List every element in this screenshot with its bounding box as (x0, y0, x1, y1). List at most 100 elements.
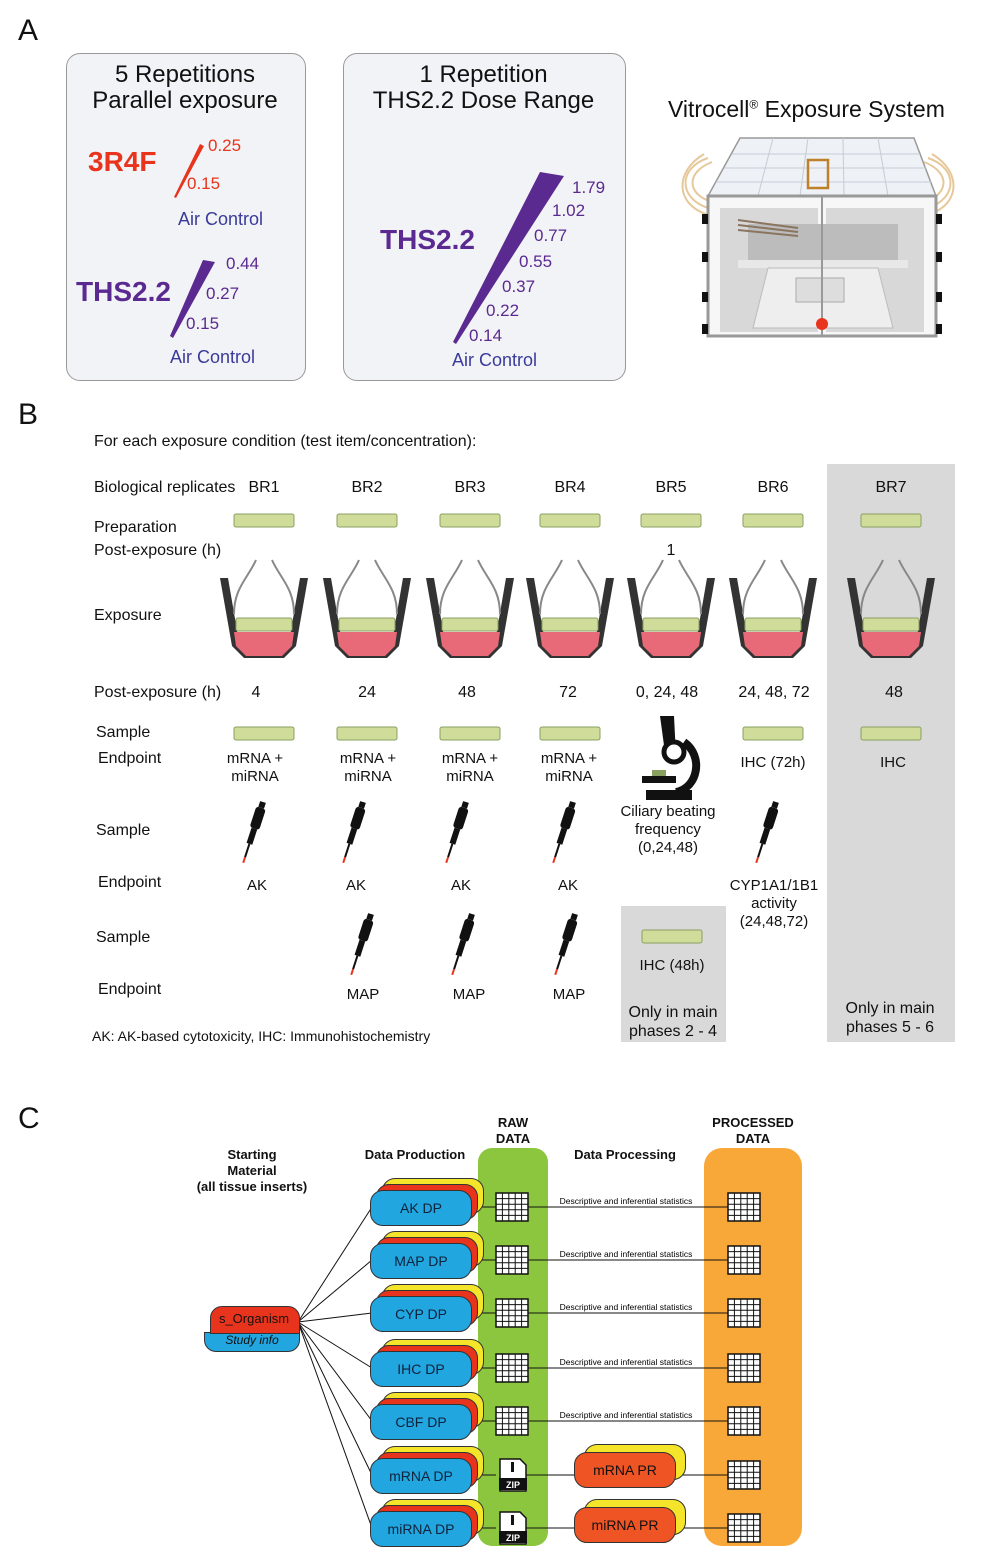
replicate-br3: BR3 (454, 479, 486, 496)
ths22-small-value-2: 0.15 (186, 314, 220, 333)
3r4f-value-0: 0.25 (208, 136, 242, 155)
replicate-br5: BR5 (655, 479, 687, 496)
row-label-endpoint-2: Endpoint (98, 874, 162, 891)
note-main-phases-5-6: Only in main phases 5 - 6 (845, 1000, 935, 1036)
organism-link-1 (297, 1259, 373, 1323)
stat-label-4: Descriptive and inferential statistics (560, 1410, 693, 1420)
replicate-br1: BR1 (248, 479, 280, 496)
endpoint2-br2: AK (345, 877, 367, 894)
stat-label-3: Descriptive and inferential statistics (560, 1357, 693, 1367)
dp-label-2: CYP DP (395, 1306, 447, 1322)
3r4f-air-control: Air Control (178, 209, 264, 229)
pipette-icon-r2-2 (445, 801, 469, 864)
endpoint3-br3: MAP (452, 986, 486, 1003)
endpoint1-br5: Ciliary beating frequency (0,24,48) (620, 803, 716, 856)
exposure-well-2 (323, 559, 411, 658)
dp-node-2: CYP DP (370, 1296, 472, 1332)
ths22-small-value-0: 0.44 (226, 254, 260, 273)
endpoint2-br4: AK (557, 877, 579, 894)
exposure-well-7 (847, 559, 935, 658)
parallel-exposure-box (66, 53, 306, 381)
endpoint2-br3: AK (450, 877, 472, 894)
post-exposure-br6: 24, 48, 72 (738, 684, 810, 701)
endpoint3-br4: MAP (552, 986, 586, 1003)
dose-range-ths22-label: THS2.2 (380, 224, 475, 255)
dose-value-1: 1.02 (552, 201, 586, 220)
br5-extra-tissue (641, 929, 703, 944)
vitrocell-title-rest: Exposure System (758, 96, 945, 122)
pipette-icon-r2-0 (242, 801, 266, 864)
replicate-br2: BR2 (351, 479, 383, 496)
endpoint1-br1: mRNA + miRNA (226, 750, 284, 785)
box2-title-line2: THS2.2 Dose Range (372, 87, 595, 114)
row-label-endpoint-3: Endpoint (98, 981, 162, 998)
ths22-wedge-small (170, 260, 215, 338)
dp-node-0: AK DP (370, 1190, 472, 1226)
organism-link-5 (297, 1321, 373, 1476)
note-main-phases-2-4: Only in main phases 2 - 4 (628, 1004, 718, 1040)
flow-connector-lines: Descriptive and inferential statisticsDe… (297, 1192, 761, 1545)
box1-title-line2: Parallel exposure (92, 87, 278, 114)
ths22-wedge-large (453, 172, 564, 344)
data-table-icon-raw-4 (495, 1406, 529, 1436)
endpoint1-br6: IHC (72h) (740, 754, 806, 771)
dp-label-1: MAP DP (394, 1253, 448, 1269)
panel-letter-a: A (18, 14, 39, 47)
pipette-icon-r2-4 (755, 801, 779, 864)
dp-node-5: mRNA DP (370, 1458, 472, 1494)
processed-data-header: PROCESSED DATA (712, 1115, 794, 1146)
vitrocell-exposure-system-illustration (681, 137, 955, 338)
data-table-icon-processed-0 (727, 1192, 761, 1222)
sample-tissue-row-1 (233, 726, 922, 741)
pipette-icon-r3-2 (554, 913, 578, 976)
post-exposure-br5: 0, 24, 48 (635, 684, 699, 701)
zip-label-6: ZIP (506, 1533, 520, 1543)
data-processing-header: Data Processing (574, 1147, 676, 1162)
mrna-pr-label: mRNA PR (593, 1462, 657, 1478)
data-production-header: Data Production (364, 1147, 466, 1162)
post-exposure-br3: 48 (458, 684, 476, 701)
data-table-icon-processed-3 (727, 1353, 761, 1383)
data-table-icon-raw-3 (495, 1353, 529, 1383)
dose-range-air-control: Air Control (452, 350, 538, 370)
br7-highlight (827, 464, 955, 1042)
data-table-icon-raw-1 (495, 1245, 529, 1275)
replicate-br6: BR6 (757, 479, 789, 496)
exposure-well-6 (729, 559, 817, 658)
panel-b-intro: For each exposure condition (test item/c… (94, 433, 477, 450)
exposure-well-5 (627, 559, 715, 658)
dp-node-3: IHC DP (370, 1351, 472, 1387)
pipettes-row-2 (242, 801, 779, 864)
row-label-biological-replicates: Biological replicates (94, 479, 236, 496)
data-table-icon-raw-2 (495, 1298, 529, 1328)
dose-range-box (343, 53, 626, 381)
row-label-preparation: Preparation (94, 519, 177, 536)
br5-pre-post-exposure: 1 (666, 542, 676, 559)
pipette-icon-r2-3 (552, 801, 576, 864)
post-exposure-br7: 48 (885, 684, 903, 701)
pipette-icon-r2-1 (342, 801, 366, 864)
box1-title-line1: 5 Repetitions (114, 61, 256, 88)
dose-value-2: 0.77 (534, 226, 568, 245)
row-label-sample-1: Sample (96, 724, 151, 741)
br5-extra-highlight (621, 906, 726, 1042)
dp-label-4: CBF DP (395, 1414, 447, 1430)
endpoint3-br2: MAP (346, 986, 380, 1003)
vitrocell-title-name: Vitrocell (668, 96, 750, 122)
starting-material-header: Starting Material (all tissue inserts) (196, 1147, 308, 1194)
row-label-post-exposure: Post-exposure (h) (94, 684, 222, 701)
organism-link-4 (297, 1321, 373, 1422)
endpoint1-br7: IHC (880, 754, 906, 771)
exposure-well-3 (426, 559, 514, 658)
row-label-exposure: Exposure (94, 607, 162, 624)
organism-link-3 (297, 1321, 373, 1369)
microscope-icon (642, 716, 701, 800)
row-label-sample-3: Sample (96, 929, 151, 946)
vitrocell-registered-mark: ® (749, 97, 759, 112)
exposure-well-1 (220, 559, 308, 658)
box2-title-line1: 1 Repetition (419, 61, 548, 88)
endpoint2-br6: CYP1A1/1B1 activity (24,48,72) (729, 877, 819, 930)
dp-node-1: MAP DP (370, 1243, 472, 1279)
data-table-icon-processed-1 (727, 1245, 761, 1275)
stat-label-0: Descriptive and inferential statistics (560, 1196, 693, 1206)
